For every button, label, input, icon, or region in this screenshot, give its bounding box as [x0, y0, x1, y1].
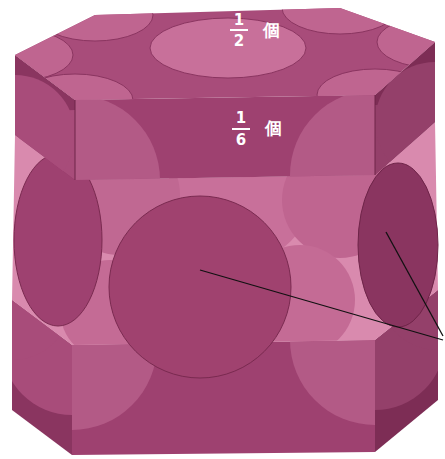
unit-label: 個 — [263, 22, 280, 39]
leader-line — [200, 270, 443, 340]
unit-label: 個 — [265, 120, 282, 137]
leader-line — [386, 232, 443, 336]
fraction-denominator: 2 — [234, 34, 244, 49]
fraction-bar — [230, 29, 248, 31]
fraction-denominator: 6 — [236, 133, 246, 148]
fraction-bar — [232, 128, 250, 130]
fraction-numerator: 1 — [234, 13, 244, 28]
fraction-numerator: 1 — [236, 111, 246, 126]
top-slab — [0, 0, 445, 265]
